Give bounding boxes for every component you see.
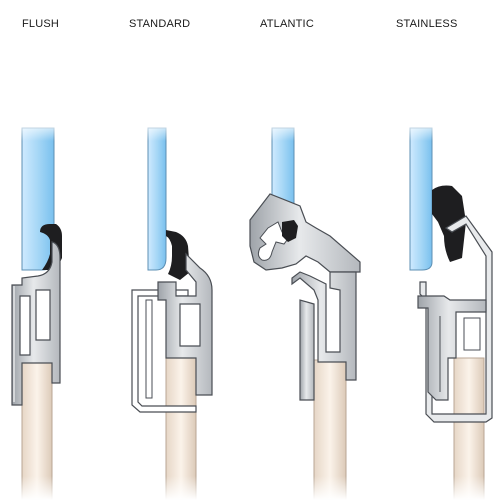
fence-post	[20, 357, 54, 500]
keyhole-slot	[257, 221, 291, 261]
bracket-outline	[131, 289, 197, 413]
glass-pane	[408, 120, 436, 271]
label-flush: FLUSH	[22, 18, 59, 30]
aluminum-frame	[417, 295, 487, 401]
profile-standard	[131, 120, 213, 500]
fence-post	[164, 357, 198, 500]
gasket	[282, 220, 298, 242]
fence-post	[312, 359, 348, 500]
profile-flush	[11, 120, 62, 500]
gasket	[166, 230, 190, 280]
profile-atlantic	[249, 120, 361, 500]
aluminum-frame	[157, 252, 213, 396]
label-standard: STANDARD	[129, 18, 190, 30]
glass-pane	[20, 120, 58, 271]
label-stainless: STAINLESS	[396, 18, 458, 30]
aluminum-frame	[11, 241, 61, 406]
aluminum-frame	[291, 271, 357, 381]
fence-post	[452, 357, 486, 500]
profile-stainless	[408, 120, 493, 500]
gasket	[432, 185, 466, 262]
stainless-cover	[419, 215, 493, 423]
glass-pane	[146, 120, 170, 271]
aluminum-frame-lower	[299, 299, 315, 401]
label-atlantic: ATLANTIC	[260, 18, 314, 30]
